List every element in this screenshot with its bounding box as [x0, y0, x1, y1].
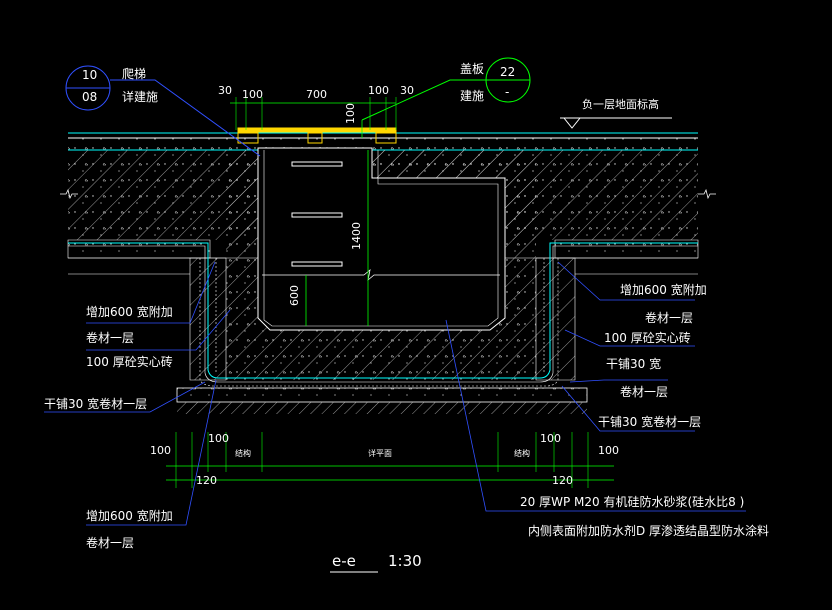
note-left-lower-1: 增加600 宽附加	[86, 508, 173, 523]
dim-height-1400: 1400	[350, 222, 363, 250]
floor-finish	[68, 132, 698, 151]
cover-ref: 建施	[460, 89, 484, 103]
callout-ladder-num-bottom: 08	[82, 90, 97, 104]
dim-top-100-left: 100	[242, 88, 263, 101]
dim-slab-100: 100	[344, 103, 357, 124]
dim-bottom-right-100a: 100	[540, 432, 561, 445]
dim-bottom-left-100a: 100	[150, 444, 171, 457]
ladder-label: 爬梯	[122, 67, 146, 81]
note-right-membrane-1: 干铺30 宽	[606, 356, 661, 371]
dim-detail-plan: 详平面	[368, 448, 392, 458]
note-left-brick: 100 厚砼实心砖	[86, 354, 173, 369]
cover-label: 盖板	[460, 62, 484, 76]
dim-bottom-left-120: 120	[196, 474, 217, 487]
note-left-upper-2: 卷材一层	[86, 330, 134, 345]
dim-top-100-right: 100	[368, 84, 389, 97]
vertical-dimensions	[305, 120, 369, 326]
dim-top-30-right: 30	[400, 84, 414, 97]
note-right-brick: 100 厚砼实心砖	[604, 330, 691, 345]
note-bottom-2: 内侧表面附加防水剂D 厚渗透结晶型防水涂料	[528, 523, 769, 538]
callout-cover	[361, 57, 531, 121]
note-left-upper-1: 增加600 宽附加	[86, 304, 173, 319]
dim-height-600: 600	[288, 285, 301, 306]
note-right-upper-1: 增加600 宽附加	[620, 282, 707, 297]
dim-bottom-left-100b: 100	[208, 432, 229, 445]
floor-level-label: 负一层地面标高	[582, 97, 659, 111]
pit-void	[257, 147, 506, 331]
dim-struct-left: 结构	[235, 448, 251, 458]
note-left-lower-2: 卷材一层	[86, 535, 134, 550]
note-bottom-1: 20 厚WP M20 有机硅防水砂浆(硅水比8 )	[520, 494, 744, 509]
ladder-rungs	[291, 161, 343, 267]
note-right-membrane-2: 卷材一层	[620, 384, 668, 399]
dim-struct-right: 结构	[514, 448, 530, 458]
callout-ladder	[65, 65, 261, 157]
note-right-upper-2: 卷材一层	[645, 310, 693, 325]
callout-cover-num-bottom: -	[505, 85, 509, 99]
section-title: e-e	[332, 552, 356, 570]
section-scale: 1:30	[388, 552, 422, 570]
callout-ladder-num-top: 10	[82, 68, 97, 82]
top-dimension-chain	[230, 97, 397, 130]
callout-cover-num-top: 22	[500, 65, 515, 79]
dim-bottom-right-120: 120	[552, 474, 573, 487]
floor-level-mark	[560, 117, 672, 129]
membrane-lines	[68, 242, 698, 387]
note-left-membrane: 干铺30 宽卷材一层	[44, 396, 147, 411]
note-right-lower: 干铺30 宽卷材一层	[598, 414, 701, 429]
base-slab	[176, 387, 588, 414]
dim-top-700: 700	[306, 88, 327, 101]
note-leaders	[44, 261, 746, 526]
dim-top-30-left: 30	[218, 84, 232, 97]
dim-bottom-right-100b: 100	[598, 444, 619, 457]
bottom-dimension-chain	[166, 432, 614, 488]
ladder-ref: 详建施	[122, 89, 158, 104]
